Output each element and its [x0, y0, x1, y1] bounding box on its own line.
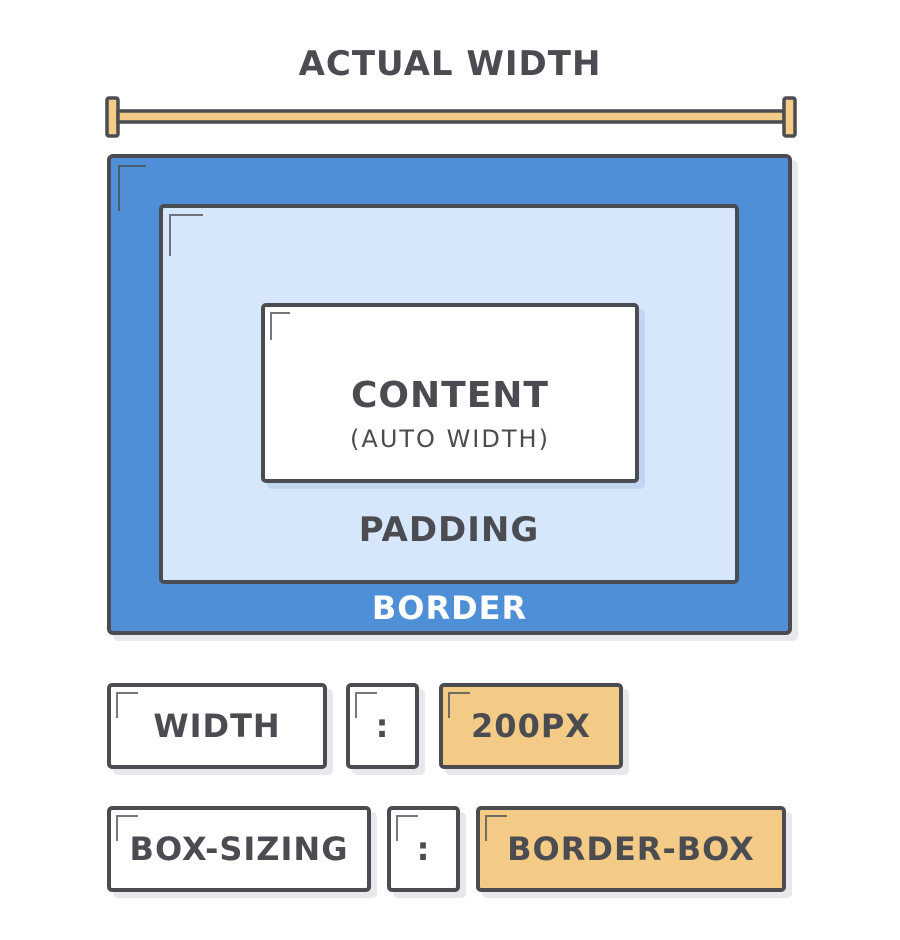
chip-corner-mark — [448, 692, 470, 718]
chip-corner-mark — [485, 815, 507, 841]
ruler-bar — [116, 109, 786, 124]
content-label: CONTENT — [351, 375, 549, 416]
box-sizing-value-chip: BORDER-BOX — [476, 806, 786, 892]
width-ruler — [105, 96, 797, 138]
box-sizing-colon-chip: : — [387, 806, 460, 892]
chip-corner-mark — [396, 815, 418, 841]
width-property-chip: WIDTH — [107, 683, 327, 769]
chip-corner-mark — [355, 692, 377, 718]
chip-corner-mark — [116, 815, 138, 841]
box-sizing-colon: : — [416, 830, 431, 868]
content-box-corner-mark — [270, 312, 290, 340]
width-value-chip: 200PX — [439, 683, 623, 769]
content-sublabel: (AUTO WIDTH) — [350, 425, 550, 453]
padding-box-corner-mark — [169, 214, 203, 256]
width-colon: : — [375, 707, 390, 745]
content-box — [261, 303, 639, 483]
box-sizing-property-chip: BOX-SIZING — [107, 806, 371, 892]
ruler-right-cap — [782, 96, 797, 138]
chip-corner-mark — [116, 692, 138, 718]
width-property-label: WIDTH — [153, 707, 281, 745]
box-sizing-property-label: BOX-SIZING — [129, 830, 349, 868]
box-sizing-value-label: BORDER-BOX — [507, 830, 755, 868]
actual-width-title: ACTUAL WIDTH — [298, 44, 602, 84]
width-colon-chip: : — [346, 683, 419, 769]
border-box-corner-mark — [118, 165, 146, 211]
width-value-label: 200PX — [471, 707, 591, 745]
border-label: BORDER — [371, 589, 528, 627]
padding-label: PADDING — [358, 510, 540, 550]
